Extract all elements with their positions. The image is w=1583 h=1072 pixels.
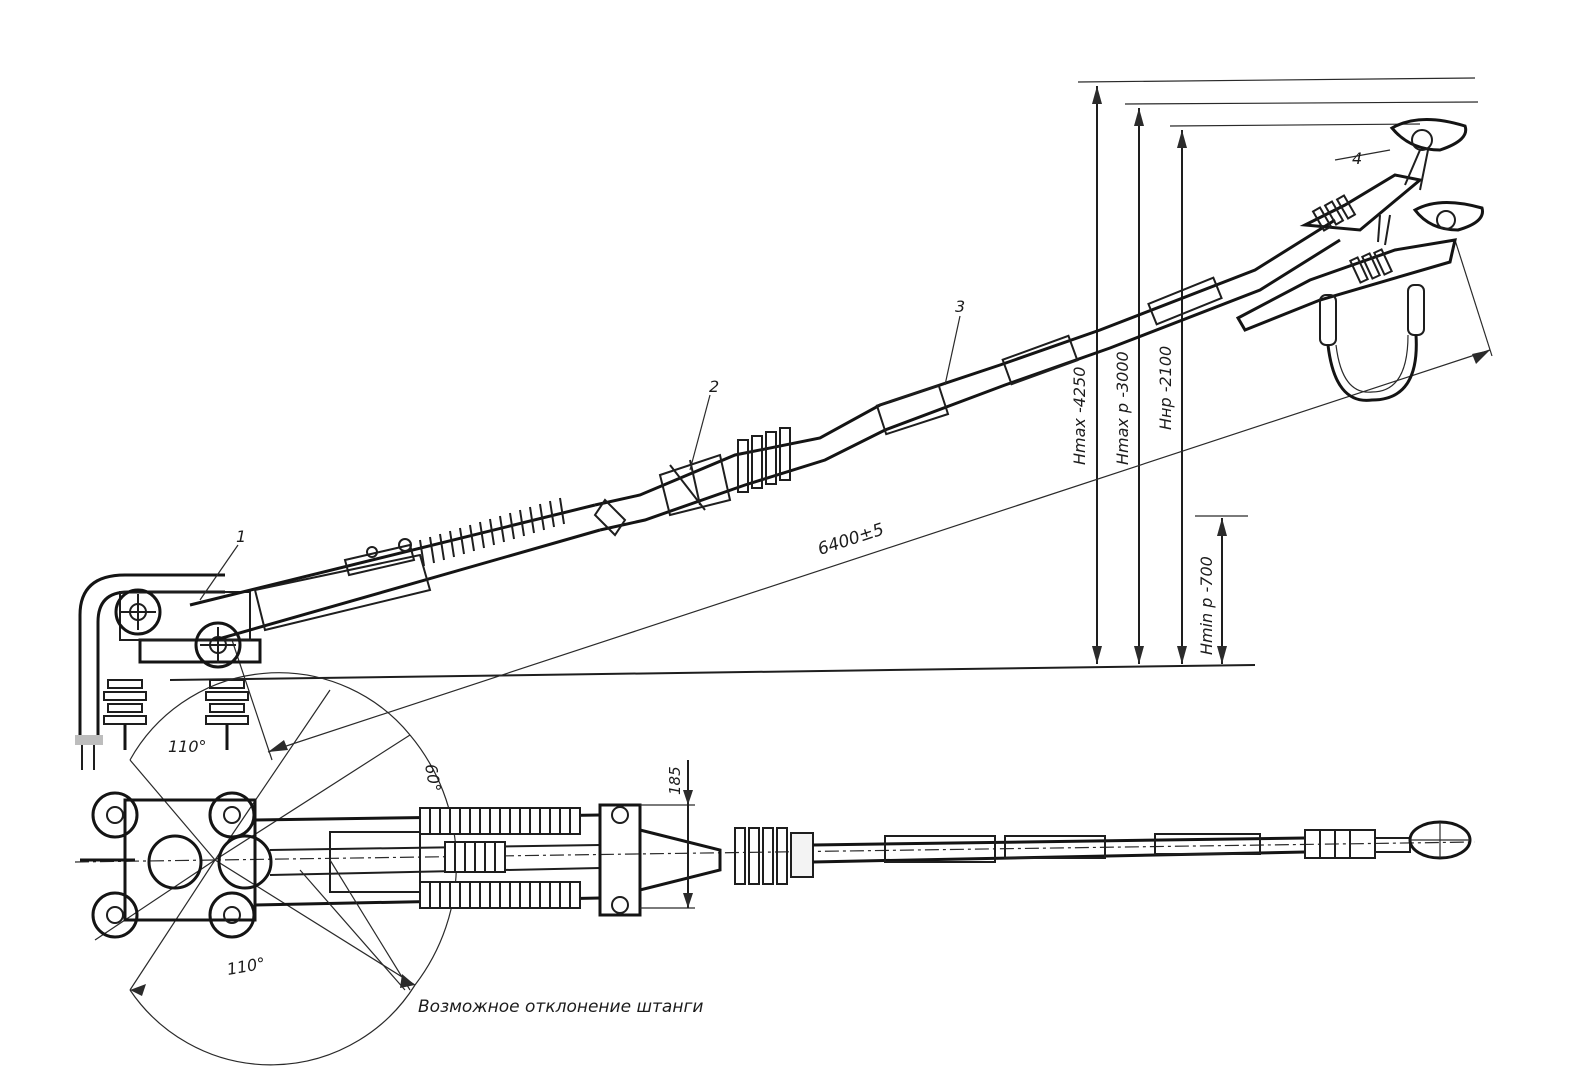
leader-3 [944,315,961,386]
dim-hmin-p [1195,515,1248,664]
callout-2: 2 [709,377,719,396]
base-frame [119,591,251,641]
dim-hmax-p [1134,108,1144,664]
labels: 1 2 3 4 6400±5 Hmax -4250 Hmax p -3000 H… [168,149,1362,1017]
callout-4: 4 [1352,149,1362,168]
leader-4 [1334,149,1391,161]
plan-coupling [734,827,814,885]
plan-spring-upper [419,807,581,835]
collector-head-lower [1235,200,1484,402]
spring-assembly [189,497,601,642]
dim-hmax [1092,86,1102,664]
dim-length [231,239,1493,761]
insulator-right [205,679,249,750]
leader-2 [689,394,711,471]
dim-offset-label: 185 [666,766,684,795]
deflection-arc-outer [129,672,411,761]
dim-hmax-label: Hmax -4250 [1070,367,1089,465]
deflection-arc-bottom [129,984,416,1066]
pivot-right [194,621,242,669]
plan-yoke [598,803,642,917]
base-line [169,664,1256,681]
collector-head-upper [1299,117,1468,232]
top-ref-line-1 [1077,77,1476,83]
angle-top-right: 60° [421,762,445,793]
insulator-left [103,679,147,750]
plan-spring-lower [419,881,581,909]
plan-view [74,672,1476,1066]
side-view [75,77,1493,770]
deflection-caption: Возможное отклонение штанги [418,997,703,1017]
dim-offset [640,760,695,909]
plan-centerline [74,841,1476,863]
angle-bottom: 110° [225,954,266,979]
plan-spring-center [444,841,506,873]
angle-top-left: 110° [168,737,207,756]
dim-hnp [1177,130,1187,664]
plan-tube [812,820,1472,864]
dim-length-label: 6400±5 [815,520,886,560]
dim-hmax-p-label: Hmax p -3000 [1113,351,1132,465]
top-ref-line-2 [1124,101,1479,105]
top-ref-line-3 [1169,123,1421,127]
leader-1 [199,544,239,601]
callout-3: 3 [955,297,965,316]
dim-hnp-label: Hнр -2100 [1156,346,1175,430]
pivot-left [114,588,162,636]
callout-1: 1 [236,527,246,546]
dim-hmin-p-label: Hmin p -700 [1197,556,1216,655]
boom-tube [593,218,1341,537]
